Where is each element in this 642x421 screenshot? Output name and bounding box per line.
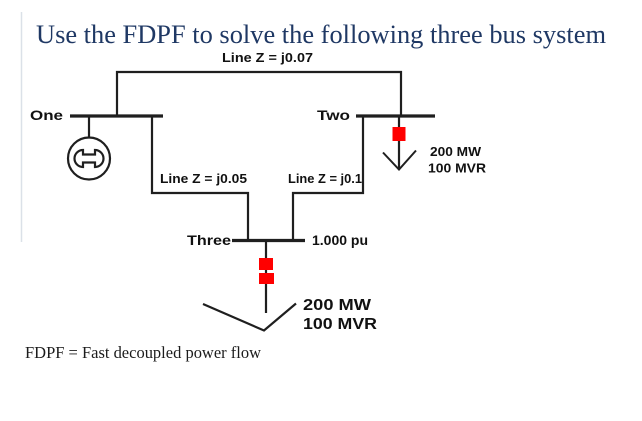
load-three-mw: 200 MW xyxy=(303,297,372,314)
generator-circle xyxy=(66,136,112,181)
load-bus-two: 200 MW 100 MVR xyxy=(382,116,487,176)
generator-dogbone-icon xyxy=(73,148,105,169)
generator-icon xyxy=(66,116,112,181)
breaker-square-icon xyxy=(392,127,406,141)
line-one-three xyxy=(150,116,250,239)
bus-one-label: One xyxy=(30,108,64,123)
line-one-two-label: Line Z = j0.07 xyxy=(222,50,313,65)
line-one-three-label: Line Z = j0.05 xyxy=(160,171,247,186)
load-two-mw: 200 MW xyxy=(430,144,482,159)
breaker-square-icon xyxy=(259,273,274,284)
load-arrow-icon xyxy=(382,149,417,171)
breaker-square-icon xyxy=(259,258,273,270)
load-two-mvr: 100 MVR xyxy=(428,161,487,176)
bus-three-label: Three xyxy=(187,233,232,248)
line-one-two xyxy=(115,70,403,116)
load-bus-three: 200 MW 100 MVR xyxy=(202,242,377,333)
footnote: FDPF = Fast decoupled power flow xyxy=(25,343,262,362)
line-two-three-label: Line Z = j0.1 xyxy=(288,171,362,186)
load-arrow-icon xyxy=(202,302,297,332)
line-two-three xyxy=(291,116,365,239)
bus-three-voltage: 1.000 pu xyxy=(312,232,368,248)
page-title: Use the FDPF to solve the following thre… xyxy=(36,20,606,49)
bus-two-label: Two xyxy=(317,108,350,123)
load-three-mvr: 100 MVR xyxy=(303,316,377,333)
